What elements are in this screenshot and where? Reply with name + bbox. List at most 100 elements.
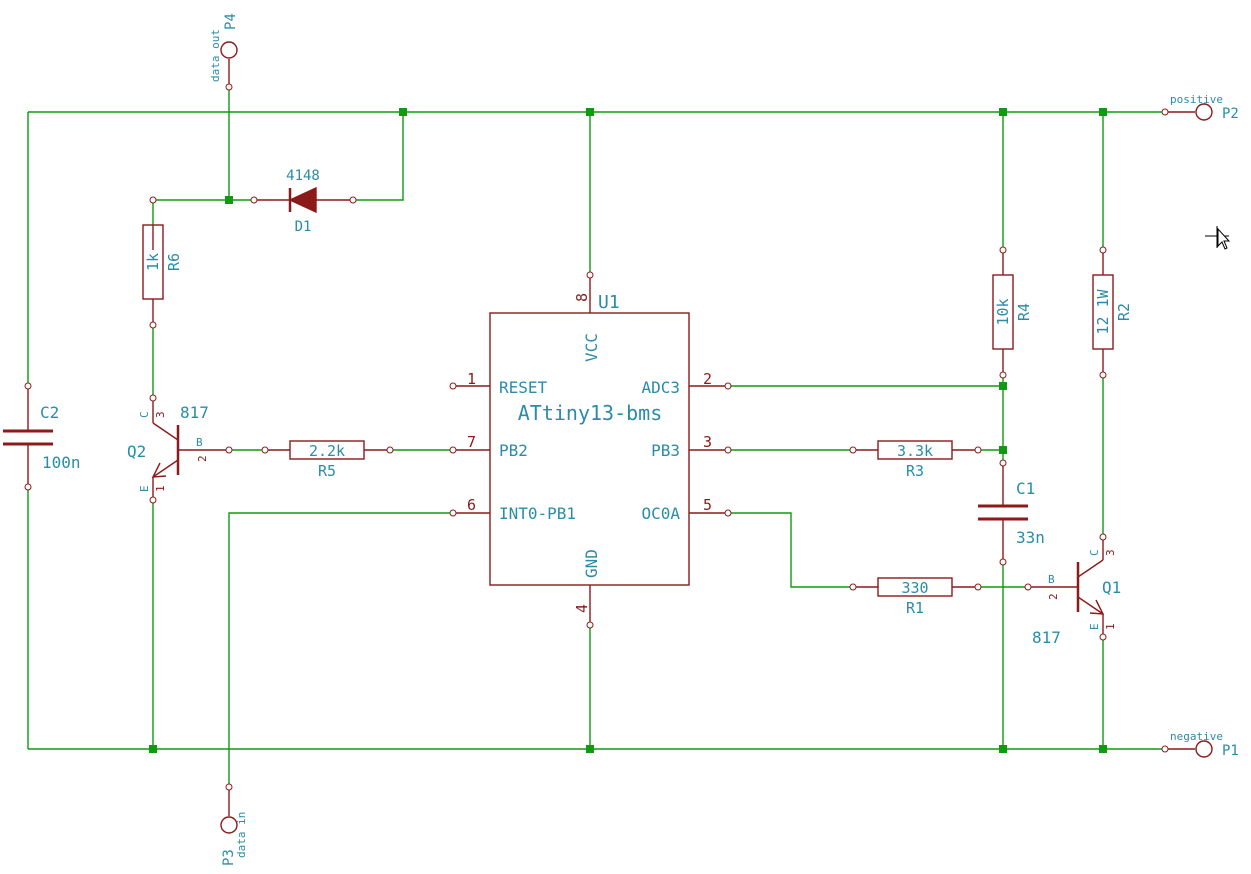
q1-pin-e: E <box>1088 623 1101 630</box>
u1-pin-reset: RESET <box>499 378 548 397</box>
pin-end <box>225 83 233 91</box>
pin-end <box>1161 745 1169 753</box>
r6-value: 1k <box>144 253 162 271</box>
pin-end <box>1024 583 1032 591</box>
p1-ref: P1 <box>1222 743 1239 759</box>
u1-pin-gnd: GND <box>582 549 601 578</box>
u1-pin-num-3: 3 <box>703 433 712 451</box>
r6-ref: R6 <box>165 253 183 271</box>
q1-collector <box>1077 559 1104 578</box>
c1-ref: C1 <box>1016 479 1035 498</box>
pin-end <box>225 783 233 791</box>
p2-label: positive <box>1170 93 1223 106</box>
junction-dot <box>1099 745 1107 753</box>
p3-ref: P3 <box>221 849 237 866</box>
junction-dot <box>999 382 1007 390</box>
pin-end <box>1099 533 1107 541</box>
r5-ref: R5 <box>318 462 336 480</box>
pin-end <box>724 446 732 454</box>
pin-end <box>1099 246 1107 254</box>
pin-end <box>261 446 269 454</box>
u1-pin-num-5: 5 <box>703 496 712 514</box>
r5-value: 2.2k <box>309 442 345 460</box>
pin-end <box>999 459 1007 467</box>
pin-end <box>149 496 157 504</box>
pin-end <box>586 621 594 629</box>
pin-end <box>24 483 32 491</box>
q2-value: 817 <box>180 403 209 422</box>
pin-ends <box>24 83 1169 791</box>
p3-label: data in <box>235 812 248 858</box>
p3-connector[interactable] <box>220 816 238 834</box>
r2-ref: R2 <box>1115 303 1133 321</box>
pin-end <box>999 371 1007 379</box>
junction-dot <box>999 745 1007 753</box>
p2-ref: P2 <box>1222 106 1239 122</box>
u1-pin-pb2: PB2 <box>499 441 528 460</box>
u1-value: ATtiny13-bms <box>518 401 663 425</box>
p4-connector[interactable] <box>220 41 238 59</box>
cursor-arrow-icon <box>1217 227 1231 250</box>
r2-value: 12 1W <box>1094 288 1112 334</box>
q2-pin-b: B <box>196 436 203 449</box>
pin-end <box>849 583 857 591</box>
u1-pin-oc0a: OC0A <box>641 504 680 523</box>
junctions <box>149 108 1107 753</box>
p1-label: negative <box>1170 730 1223 743</box>
u1-pin-num-7: 7 <box>467 433 476 451</box>
pin-end <box>724 509 732 517</box>
q1-value: 817 <box>1032 628 1061 647</box>
pin-end <box>449 509 457 517</box>
u1-pin-num-8: 8 <box>573 293 591 302</box>
q1-pin-n1: 1 <box>1104 623 1117 630</box>
pin-end <box>349 196 357 204</box>
pin-end <box>449 446 457 454</box>
q2-pin-n2: 2 <box>196 455 209 462</box>
pin-end <box>999 246 1007 254</box>
u1-pin-num-4: 4 <box>573 604 591 613</box>
p1-connector[interactable] <box>1195 740 1213 758</box>
r4-ref: R4 <box>1015 303 1033 321</box>
u1-pin-num-1: 1 <box>467 370 476 388</box>
pin-end <box>250 196 258 204</box>
pin-end <box>724 382 732 390</box>
u1-pin-num-6: 6 <box>467 496 476 514</box>
d1-ref: D1 <box>295 219 312 235</box>
q1-ref: Q1 <box>1102 578 1121 597</box>
p2-connector[interactable] <box>1195 103 1213 121</box>
labels: U1 ATtiny13-bms VCC GND RESET ADC3 PB2 P… <box>40 13 1239 866</box>
pin-end <box>149 394 157 402</box>
mouse-cursor-icon <box>1205 226 1231 250</box>
r3-value: 3.3k <box>897 442 933 460</box>
wire-d1-rail <box>353 112 404 201</box>
q2-pin-c: C <box>138 411 151 418</box>
pin-end <box>974 583 982 591</box>
pin-end <box>1099 633 1107 641</box>
q1-pin-b: B <box>1048 573 1055 586</box>
q2-ref: Q2 <box>127 442 146 461</box>
junction-dot <box>149 745 157 753</box>
r1-ref: R1 <box>906 599 924 617</box>
d1-triangle[interactable] <box>288 186 317 214</box>
pin-end <box>149 321 157 329</box>
u1-pin-vcc: VCC <box>582 333 601 362</box>
r3-ref: R3 <box>906 462 924 480</box>
q1-pin-n3: 3 <box>1104 549 1117 556</box>
junction-dot <box>1099 108 1107 116</box>
pin-end <box>849 446 857 454</box>
r4-value: 10k <box>994 298 1012 325</box>
u1-pin-adc3: ADC3 <box>641 378 680 397</box>
u1-pin-num-2: 2 <box>703 370 712 388</box>
junction-dot <box>399 108 407 116</box>
junction-dot <box>586 108 594 116</box>
q1-pin-n2: 2 <box>1047 593 1060 600</box>
pin-end <box>974 446 982 454</box>
p4-ref: P4 <box>223 13 239 30</box>
pin-end <box>149 196 157 204</box>
junction-dot <box>225 196 233 204</box>
u1-pin-pb3: PB3 <box>651 441 680 460</box>
q2-collector <box>152 422 179 441</box>
pin-end <box>24 382 32 390</box>
wire-oc0a-r1 <box>728 512 853 588</box>
pin-end <box>386 446 394 454</box>
